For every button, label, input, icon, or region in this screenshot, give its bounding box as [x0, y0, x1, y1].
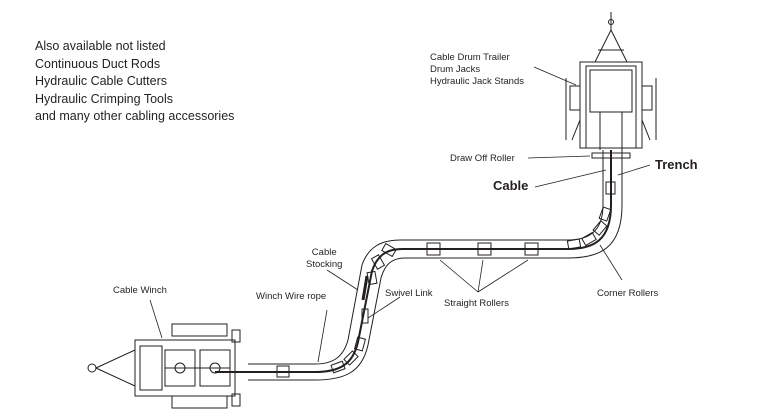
leader-lines: [149, 66, 651, 363]
notes-line: and many other cabling accessories: [35, 109, 235, 123]
cable-stocking: [361, 275, 369, 301]
corner-rollers-label: Corner Rollers: [597, 288, 659, 299]
notes-line: Also available not listed: [35, 39, 166, 53]
straight-rollers: [276, 242, 539, 378]
drum-trailer-label: Cable Drum Trailer: [430, 52, 510, 63]
cable-path: [215, 150, 612, 373]
trench-entry-roller: [605, 181, 616, 195]
straight-rollers-label: Straight Rollers: [444, 298, 509, 309]
trench-outline: [248, 150, 623, 381]
cable-winch-label: Cable Winch: [113, 285, 167, 296]
cable-stocking-label: Cable Stocking: [306, 247, 342, 271]
trench-label: Trench: [655, 157, 698, 172]
drum-jacks-label: Drum Jacks: [430, 64, 481, 75]
notes-line: Continuous Duct Rods: [35, 56, 161, 71]
notes-line: Hydraulic Cable Cutters: [35, 74, 167, 88]
cable-winch: [87, 323, 241, 409]
notes-list: Also available not listed Continuous Duc…: [35, 38, 234, 126]
cable-label: Cable: [493, 178, 529, 193]
cable-stocking-line: Cable: [311, 247, 337, 258]
draw-off-roller-label: Draw Off Roller: [450, 153, 515, 164]
corner-rollers: [330, 206, 612, 374]
notes-line: Hydraulic Crimping Tools: [35, 91, 174, 106]
jack-stands-label: Hydraulic Jack Stands: [430, 76, 524, 87]
drum-trailer-labels: Cable Drum Trailer Drum Jacks Hydraulic …: [430, 52, 524, 88]
draw-off-roller: [591, 152, 631, 159]
cable-stocking-line: Stocking: [306, 259, 343, 270]
cable-drum-trailer: [565, 12, 657, 150]
swivel-link-label: Swivel Link: [385, 288, 433, 299]
winch-wire-rope-label: Winch Wire rope: [256, 291, 327, 302]
swivel-link: [361, 308, 369, 324]
